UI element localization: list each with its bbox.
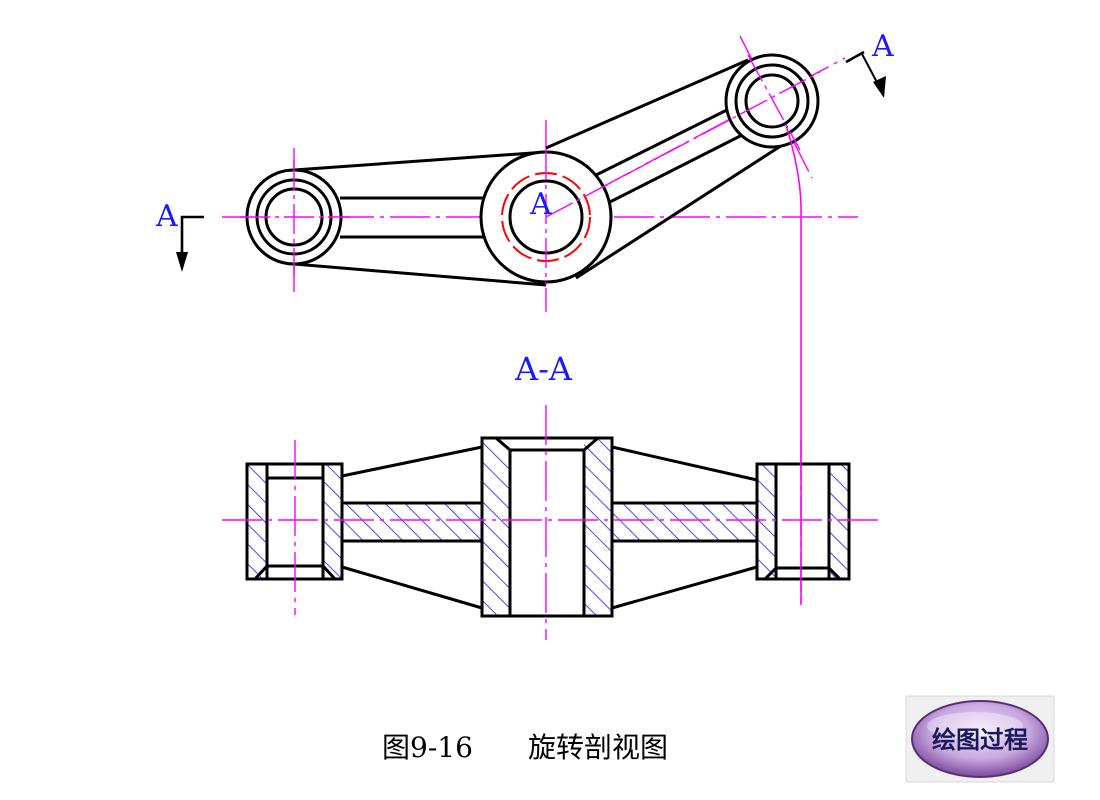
center-label: A xyxy=(529,187,552,222)
section-marker-right xyxy=(845,50,886,98)
hatched-regions xyxy=(247,438,849,616)
section-title: A-A xyxy=(514,350,573,388)
boss-centerlines xyxy=(240,54,821,285)
section-marker-left xyxy=(176,215,204,272)
figure-title: 旋转剖视图 xyxy=(528,731,668,764)
section-view xyxy=(222,405,880,640)
figure-number: 图9-16 xyxy=(382,731,473,764)
section-label-right: A xyxy=(871,29,894,64)
drawing-process-label: 绘图过程 xyxy=(932,725,1028,754)
top-view: A A A xyxy=(155,29,894,605)
section-centerlines xyxy=(222,405,880,640)
section-label-left: A xyxy=(155,199,178,234)
arm-outlines xyxy=(293,58,791,287)
rotation-arc xyxy=(785,124,802,605)
right-boss xyxy=(724,53,820,149)
drawing-process-button[interactable]: 绘图过程 xyxy=(905,695,1055,783)
